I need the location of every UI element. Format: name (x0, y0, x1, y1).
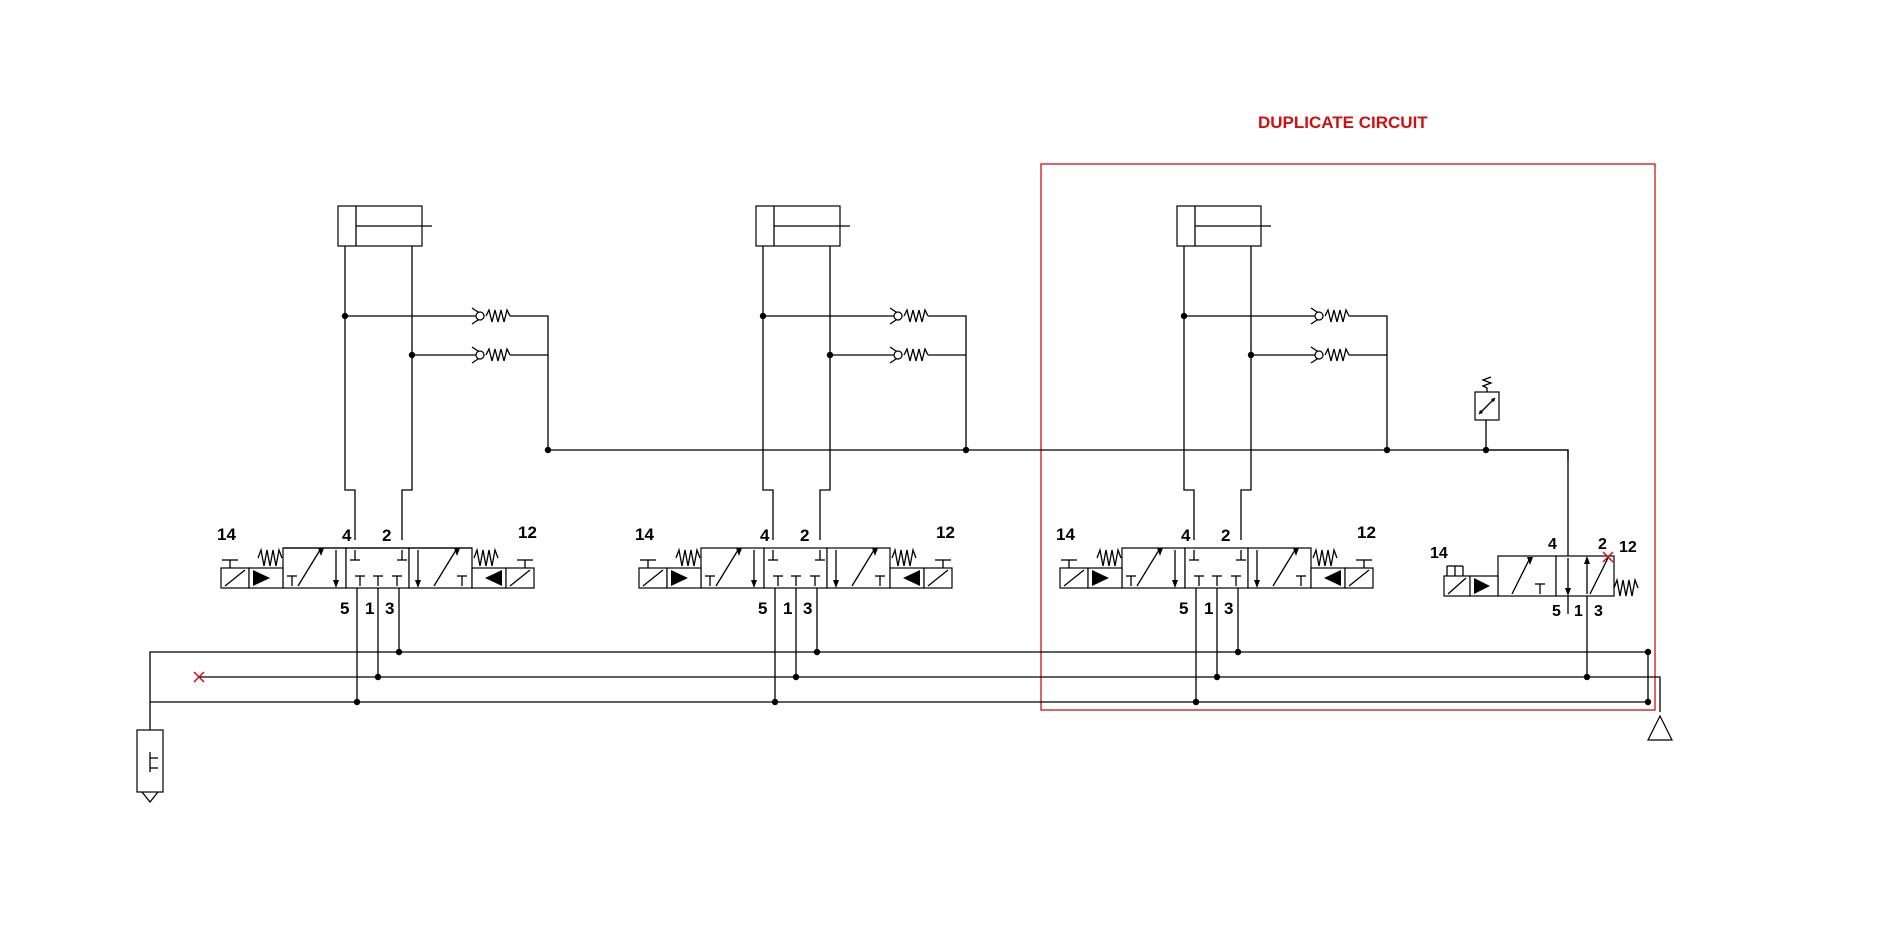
filter-icon (136, 729, 164, 804)
spring-icon (675, 549, 701, 567)
junction-dot (813, 648, 821, 656)
port-2-label: 2 (800, 526, 809, 545)
junction-dot (1644, 648, 1652, 656)
spring-icon (1613, 579, 1639, 597)
junction-dot (1192, 698, 1200, 706)
port-5-label: 5 (758, 599, 767, 618)
circuit-3: 14 12 4 2 5 1 3 (1056, 205, 1388, 706)
double-acting-cylinder-icon (337, 205, 433, 247)
solenoid-icon (1443, 565, 1499, 597)
junction-dot (374, 673, 382, 681)
pilot-port-4-label: 4 (1548, 536, 1557, 553)
check-valve-icon (889, 346, 929, 364)
pilot-port-3-label: 3 (1594, 603, 1603, 620)
duplicate-circuit-label: DUPLICATE CIRCUIT (1258, 113, 1428, 132)
port-14-label: 14 (1056, 525, 1075, 544)
port-4-label: 4 (1181, 526, 1191, 545)
check-valve-icon (471, 346, 511, 364)
double-acting-cylinder-icon (755, 205, 851, 247)
close-mark-icon (1602, 551, 1614, 563)
solenoid-icon (1310, 559, 1374, 589)
directional-valve-5-3 (220, 547, 535, 706)
junction-dot (395, 648, 403, 656)
port-14-label: 14 (217, 525, 236, 544)
spring-icon (891, 549, 917, 567)
solenoid-icon (889, 559, 953, 589)
port-3-label: 3 (803, 599, 812, 618)
port-5-label: 5 (340, 599, 349, 618)
pressure-switch-icon (1474, 376, 1500, 421)
junction-dot (1247, 351, 1255, 359)
close-mark-icon (193, 671, 205, 683)
circuit-2: 14 12 4 2 5 1 3 (635, 205, 967, 706)
signal-line (548, 420, 1569, 560)
circuit-1: 14 12 4 2 5 1 3 (217, 205, 549, 706)
port-3-label: 3 (385, 599, 394, 618)
junction-dot (341, 312, 349, 320)
junction-dot (1644, 698, 1652, 706)
pilot-port-2-label: 2 (1598, 536, 1607, 553)
junction-dot (1213, 673, 1221, 681)
junction-dot (759, 312, 767, 320)
pilot-port-12-label: 12 (1619, 539, 1637, 556)
port-1-label: 1 (783, 599, 792, 618)
check-valve-icon (889, 307, 929, 325)
solenoid-icon (471, 559, 535, 589)
port-1-label: 1 (365, 599, 374, 618)
junction-dot (1583, 673, 1591, 681)
directional-valve-5-3 (1059, 547, 1374, 706)
pilot-port-1-label: 1 (1574, 603, 1583, 620)
duplicate-circuit-frame (1040, 163, 1656, 711)
port-14-label: 14 (635, 525, 654, 544)
junction-dot (353, 698, 361, 706)
port-12-label: 12 (518, 523, 537, 542)
port-5-label: 5 (1179, 599, 1188, 618)
exhaust-icon (1647, 714, 1673, 741)
junction-dot (1180, 312, 1188, 320)
check-valve-icon (471, 307, 511, 325)
junction-dot (1482, 446, 1490, 454)
check-valve-icon (1310, 307, 1350, 325)
port-12-label: 12 (1357, 523, 1376, 542)
pilot-valve-5-2 (1443, 551, 1652, 706)
pilot-port-5-label: 5 (1552, 603, 1561, 620)
port-4-label: 4 (342, 526, 352, 545)
junction-dot (771, 698, 779, 706)
port-12-label: 12 (936, 523, 955, 542)
port-4-label: 4 (760, 526, 770, 545)
pilot-port-14-label: 14 (1430, 545, 1448, 562)
junction-dot (1234, 648, 1242, 656)
junction-dot (408, 351, 416, 359)
port-2-label: 2 (1221, 526, 1230, 545)
check-valve-icon (1310, 346, 1350, 364)
double-acting-cylinder-icon (1176, 205, 1272, 247)
solenoid-icon (220, 559, 284, 589)
spring-icon (257, 549, 283, 567)
port-3-label: 3 (1224, 599, 1233, 618)
port-2-label: 2 (382, 526, 391, 545)
spring-icon (1096, 549, 1122, 567)
spring-icon (473, 549, 499, 567)
directional-valve-5-3 (638, 547, 953, 706)
junction-dot (792, 673, 800, 681)
solenoid-icon (638, 559, 702, 589)
solenoid-icon (1059, 559, 1123, 589)
junction-dot (826, 351, 834, 359)
supply-manifold (149, 651, 1661, 740)
port-1-label: 1 (1204, 599, 1213, 618)
spring-icon (1312, 549, 1338, 567)
